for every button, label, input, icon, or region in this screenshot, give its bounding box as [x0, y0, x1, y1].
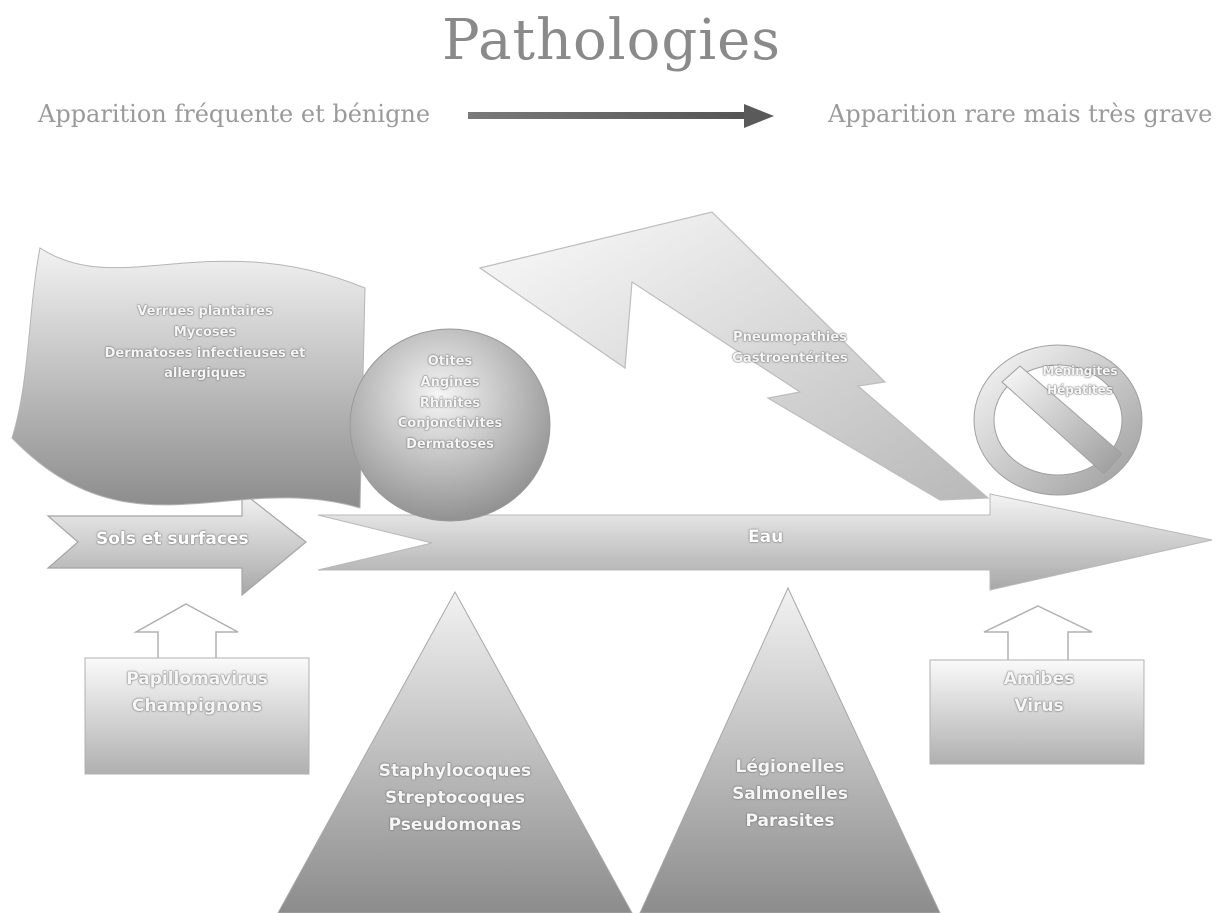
- forbidden-labels: Méningites Hépatites: [1020, 362, 1140, 400]
- up-arrow-left: [133, 603, 239, 665]
- scale-left-label: Apparition fréquente et bénigne: [38, 100, 431, 128]
- sols-arrow: [46, 490, 307, 597]
- circle-shape: [349, 328, 551, 522]
- eau-arrow: [317, 493, 1213, 591]
- agent-label: Virus: [1014, 696, 1064, 717]
- pathology-label: Hépatites: [1047, 383, 1113, 398]
- triangle-right: [639, 586, 941, 913]
- bolt-labels: Pneumopathies Gastroentérites: [700, 328, 880, 370]
- agent-label: Salmonelles: [732, 784, 848, 805]
- agent-label: Streptocoques: [385, 788, 525, 809]
- box-right: [929, 659, 1145, 765]
- sols-label: Sols et surfaces: [96, 529, 249, 549]
- pathology-label: Dermatoses: [406, 437, 494, 453]
- agent-label: Staphylocoques: [378, 761, 532, 781]
- pathology-label: Rhinites: [419, 395, 481, 411]
- flag-shape: [11, 247, 366, 509]
- pathology-label: Gastroentérites: [732, 350, 848, 366]
- agent-label: Amibes: [1003, 669, 1075, 689]
- box-right-labels: Amibes Virus: [934, 666, 1144, 720]
- page-title: Pathologies: [441, 8, 782, 73]
- forbidden-sign: [973, 344, 1143, 496]
- pathology-label: Mycoses: [173, 324, 237, 340]
- box-left-labels: Papillomavirus Champignons: [90, 666, 304, 720]
- up-arrow-right: [983, 605, 1093, 665]
- pathology-label: Angines: [420, 374, 480, 390]
- scale-right-label: Apparition rare mais très grave: [828, 100, 1213, 128]
- triangle-left: [277, 590, 633, 913]
- agent-label: Légionelles: [735, 757, 845, 777]
- pathology-label: Méningites: [1042, 364, 1118, 378]
- lightning-bolt: [478, 211, 990, 501]
- pathology-label: Verrues plantaires: [137, 304, 273, 319]
- pathology-label: Otites: [427, 354, 473, 369]
- pathology-label: Pneumopathies: [733, 330, 847, 345]
- scale-arrow: [468, 104, 774, 128]
- pathology-label: Dermatoses infectieuses et: [104, 345, 306, 361]
- agent-label: Papillomavirus: [126, 669, 268, 689]
- agent-label: Pseudomonas: [388, 815, 522, 836]
- circle-labels: Otites Angines Rhinites Conjonctivites D…: [370, 352, 530, 456]
- eau-label: Eau: [748, 527, 784, 547]
- pathology-label: Conjonctivites: [397, 416, 503, 432]
- pathology-label: allergiques: [164, 366, 246, 382]
- triangle-right-labels: Légionelles Salmonelles Parasites: [690, 754, 890, 836]
- triangle-left-labels: Staphylocoques Streptocoques Pseudomonas: [355, 758, 555, 840]
- box-left: [84, 657, 310, 775]
- agent-label: Champignons: [132, 696, 262, 717]
- agent-label: Parasites: [745, 811, 835, 832]
- flag-labels: Verrues plantaires Mycoses Dermatoses in…: [60, 302, 350, 385]
